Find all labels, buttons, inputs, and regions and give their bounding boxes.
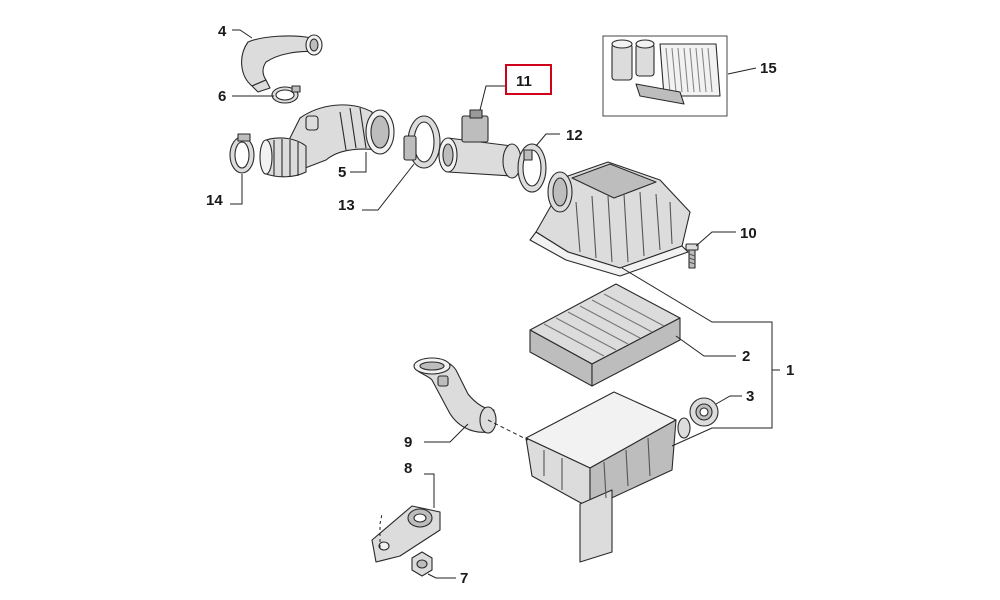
callout-11: 11 xyxy=(516,73,532,90)
part-11-air-mass-meter xyxy=(438,109,522,179)
callout-2: 2 xyxy=(742,348,750,365)
part-12-clamp xyxy=(517,143,547,193)
callout-14: 14 xyxy=(206,192,223,209)
callout-12: 12 xyxy=(566,127,583,144)
callout-15: 15 xyxy=(760,60,777,77)
callout-5: 5 xyxy=(338,164,346,181)
callout-3: 3 xyxy=(746,388,754,405)
callout-9: 9 xyxy=(404,434,412,451)
part-6-hose-clamp xyxy=(271,85,301,104)
leader-lines xyxy=(230,29,780,579)
callout-7: 7 xyxy=(460,570,468,587)
callout-1: 1 xyxy=(786,362,794,379)
part-13-large-clamp xyxy=(403,115,441,169)
highlight-box-part-11 xyxy=(505,64,552,95)
part-1-air-box-cover xyxy=(529,161,691,277)
part-4-elbow-hose xyxy=(241,34,323,93)
callout-13: 13 xyxy=(338,197,355,214)
part-7-nut xyxy=(411,551,433,577)
part-2-filter-element xyxy=(529,283,681,387)
part-8-bracket xyxy=(371,505,441,563)
part-5-corrugated-hose xyxy=(259,104,395,178)
part-10-bolt xyxy=(685,243,699,269)
callout-10: 10 xyxy=(740,225,757,242)
part-14-clamp xyxy=(229,133,255,174)
callout-8: 8 xyxy=(404,460,412,477)
part-1-air-box-housing xyxy=(525,391,691,563)
part-9-intake-duct xyxy=(413,357,497,434)
callout-4: 4 xyxy=(218,23,227,40)
callout-6: 6 xyxy=(218,88,226,105)
part-15-filter-kit xyxy=(602,35,728,117)
part-3-grommet xyxy=(689,397,719,427)
callout-labels: 4 6 14 5 13 11 12 15 10 2 1 3 9 8 7 xyxy=(206,23,794,587)
